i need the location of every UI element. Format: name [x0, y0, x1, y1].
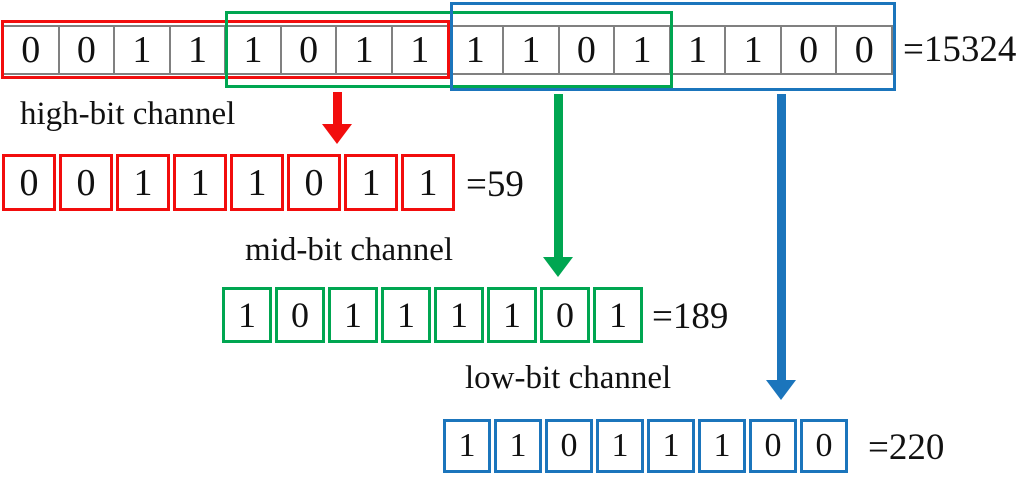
bit-cell: 1 [434, 287, 484, 343]
bit-cell: 0 [2, 154, 56, 211]
mid-channel-label: mid-bit channel [245, 232, 454, 268]
blue-down-arrow-icon [766, 380, 796, 400]
bit-cell: 1 [344, 154, 398, 211]
bit-cell: 1 [328, 287, 378, 343]
bit-cell: 1 [116, 154, 170, 211]
bit-cell: 0 [59, 154, 113, 211]
high-value-label: =59 [466, 164, 524, 205]
bit-cell: 1 [230, 154, 284, 211]
bit-cell: 1 [113, 25, 171, 75]
bit-cell: 1 [593, 287, 643, 343]
bit-cell: 1 [222, 287, 272, 343]
bit-cell: 1 [487, 287, 537, 343]
red-down-arrow-icon [322, 124, 352, 144]
high-channel-label: high-bit channel [20, 96, 236, 132]
bit-cell: 1 [647, 419, 695, 473]
bit-cell: 1 [596, 419, 644, 473]
bit-cell: 1 [443, 419, 491, 473]
blue-arrow-shaft [777, 94, 786, 381]
bit-cell: 1 [168, 25, 227, 75]
bit-cell: 1 [724, 25, 782, 75]
bit-cell: 1 [401, 154, 455, 211]
low-channel-label: low-bit channel [465, 360, 672, 396]
green-arrow-shaft [554, 94, 563, 258]
red-arrow-shaft [333, 92, 342, 125]
bit-cell: 0 [2, 25, 60, 75]
bit-cell: 0 [57, 25, 116, 75]
bit-cell: 1 [390, 25, 449, 75]
bit-cell: 1 [446, 25, 505, 75]
bit-cell: 0 [540, 287, 590, 343]
bit-cell: 1 [224, 25, 282, 75]
bit-cell: 0 [279, 25, 338, 75]
bit-cell: 1 [494, 419, 542, 473]
bit-cell: 0 [779, 25, 838, 75]
bit-cell: 1 [381, 287, 431, 343]
bit-cell: 1 [173, 154, 227, 211]
bit-cell: 0 [287, 154, 341, 211]
bit-cell: 0 [800, 419, 848, 473]
bit-cell: 1 [613, 25, 671, 75]
combined-value-label: =15324 [903, 29, 1017, 70]
bit-cell: 1 [502, 25, 560, 75]
bit-cell: 1 [668, 25, 727, 75]
bit-cell: 0 [557, 25, 616, 75]
bit-cell: 1 [335, 25, 393, 75]
mid-value-label: =189 [652, 296, 729, 337]
bit-cell: 0 [835, 25, 893, 75]
bit-cell: 0 [749, 419, 797, 473]
low-value-label: =220 [868, 427, 945, 468]
bit-cell: 0 [545, 419, 593, 473]
green-down-arrow-icon [543, 257, 573, 277]
bit-cell: 1 [698, 419, 746, 473]
bit-cell: 0 [275, 287, 325, 343]
